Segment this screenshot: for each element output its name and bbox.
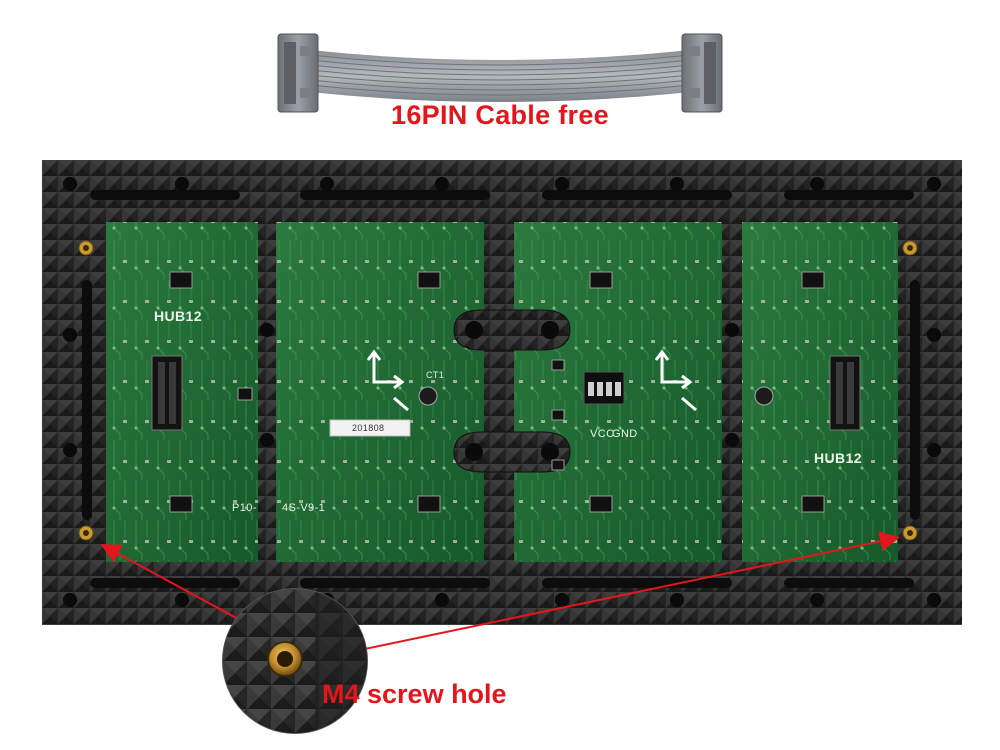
vcc-label: VCC bbox=[590, 428, 615, 440]
gnd-label: GND bbox=[612, 428, 638, 440]
capacitor-label: CT1 bbox=[426, 370, 445, 380]
date-code: 201808 bbox=[352, 423, 385, 433]
model-text: P10- bbox=[232, 502, 257, 514]
screw-hole-zoom-image bbox=[222, 588, 368, 734]
hub12-left-label: HUB12 bbox=[154, 308, 202, 324]
hub12-right-label: HUB12 bbox=[814, 450, 862, 466]
led-module-panel-image: HUB12 HUB12 P10- 4S-V9-1 201808 VCC GND … bbox=[42, 160, 962, 625]
cable-caption: 16PIN Cable free bbox=[391, 100, 609, 130]
ribbon-cable-image bbox=[270, 22, 730, 122]
model-text-2: 4S-V9-1 bbox=[282, 502, 326, 514]
screw-hole-caption: M4 screw hole bbox=[322, 679, 507, 709]
